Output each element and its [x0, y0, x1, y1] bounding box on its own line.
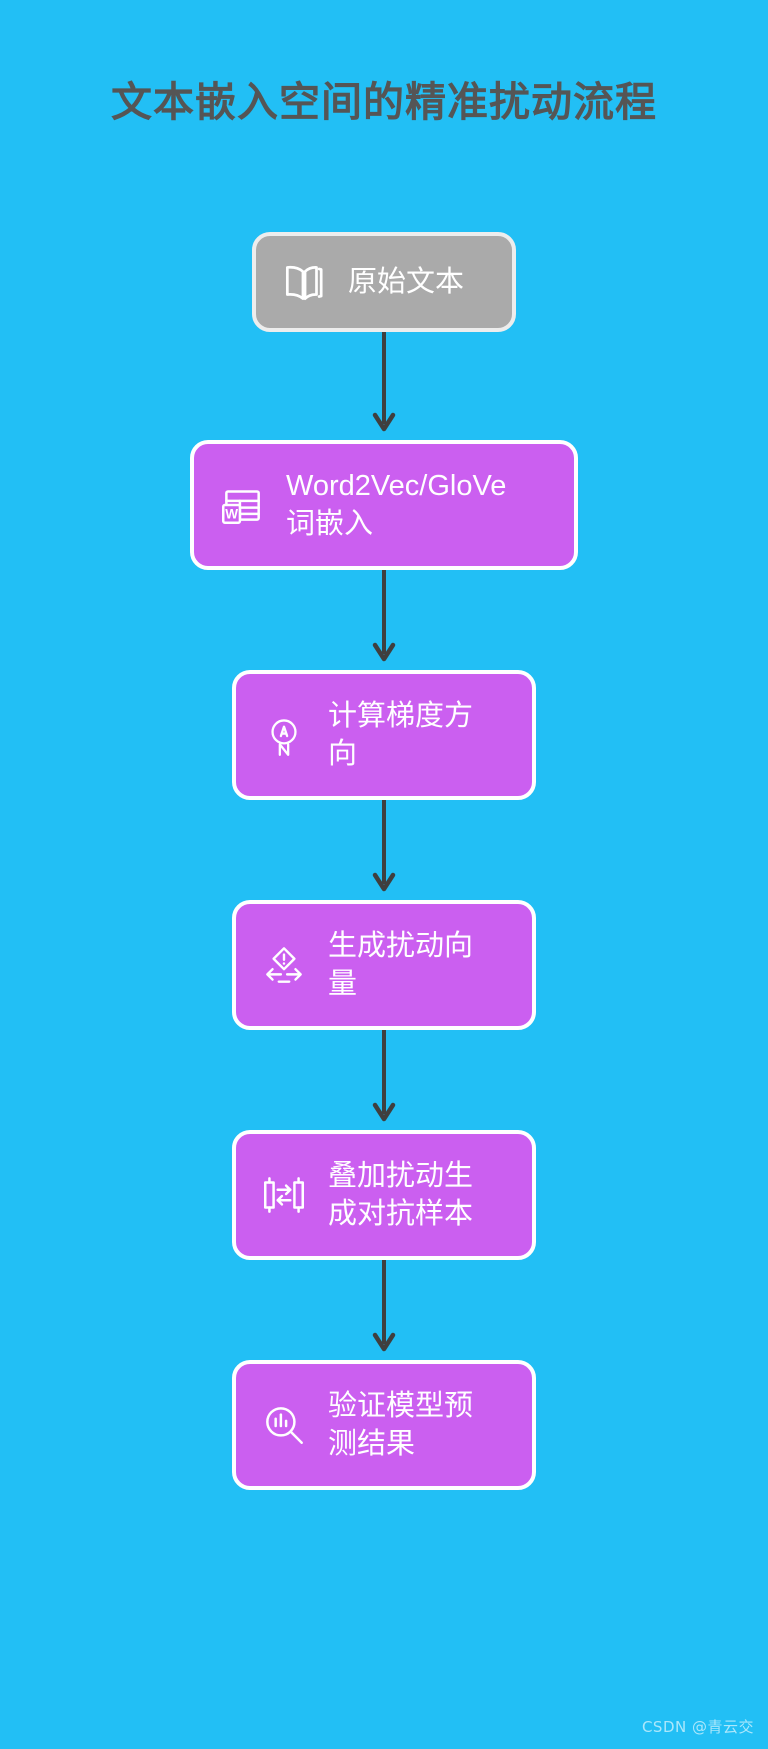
- flow-node-gradient-direction[interactable]: 计算梯度方 向: [232, 670, 536, 800]
- svg-text:W: W: [225, 507, 238, 522]
- flow-node-label: 生成扰动向 量: [328, 929, 474, 1000]
- flowchart-flow: 原始文本 W Word2Vec/GloVe 词嵌入: [0, 232, 768, 1490]
- page-title: 文本嵌入空间的精准扰动流程: [111, 78, 657, 126]
- shuffle-compare-icon: [258, 1169, 310, 1221]
- flow-node-label: 叠加扰动生 成对抗样本: [328, 1159, 474, 1230]
- compass-icon: [258, 709, 310, 761]
- open-book-icon: [278, 256, 330, 308]
- magnifier-chart-icon: [258, 1399, 310, 1451]
- flow-node-perturbation-vector[interactable]: 生成扰动向 量: [232, 900, 536, 1030]
- flow-connector-1: [369, 332, 399, 440]
- flow-connector-5: [369, 1260, 399, 1360]
- flow-node-label: 原始文本: [348, 265, 465, 298]
- flow-node-verify-prediction[interactable]: 验证模型预 测结果: [232, 1360, 536, 1490]
- watermark-text: CSDN @青云交: [641, 1718, 754, 1736]
- flow-node-label: 计算梯度方 向: [328, 699, 474, 770]
- flow-connector-2: [369, 570, 399, 670]
- vector-burst-icon: [258, 939, 310, 991]
- flow-node-adversarial-sample[interactable]: 叠加扰动生 成对抗样本: [232, 1130, 536, 1260]
- flow-node-raw-text[interactable]: 原始文本: [252, 232, 516, 332]
- word-document-icon: W: [216, 479, 268, 531]
- flow-node-label: 验证模型预 测结果: [328, 1389, 474, 1460]
- flow-node-word-embedding[interactable]: W Word2Vec/GloVe 词嵌入: [190, 440, 578, 570]
- flow-node-label: Word2Vec/GloVe 词嵌入: [286, 469, 507, 540]
- flow-connector-4: [369, 1030, 399, 1130]
- flow-connector-3: [369, 800, 399, 900]
